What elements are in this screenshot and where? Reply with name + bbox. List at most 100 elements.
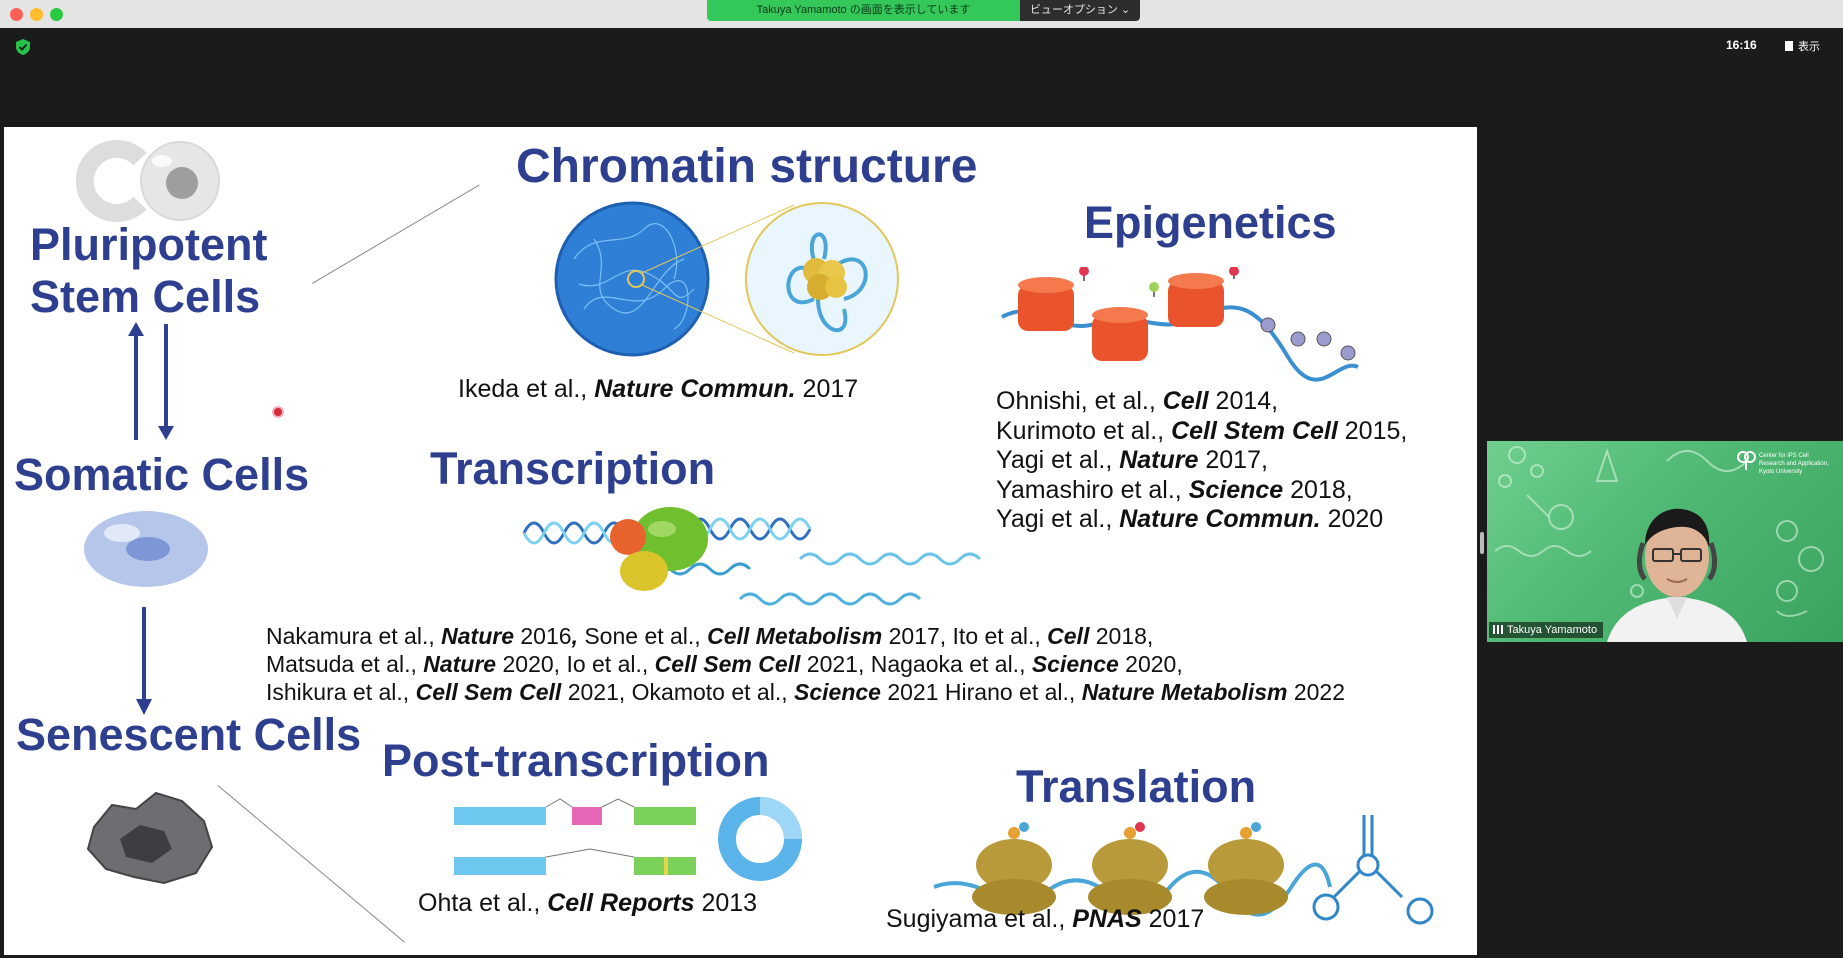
chromatin-ref-journal: Nature Commun. (594, 375, 796, 403)
divider-line-top (312, 184, 480, 284)
ref-text: 2020, Io et al., (496, 651, 655, 677)
participant-avatar (1607, 508, 1747, 642)
epigenetics-heading: Epigenetics (1084, 197, 1337, 248)
ref-text: 2016 (514, 623, 572, 649)
ref-year: 2015, (1337, 416, 1408, 445)
ref-text: Sone et al., (577, 623, 708, 649)
ref-text: Matsuda et al., (266, 651, 424, 677)
view-options-button[interactable]: ビューオプション ⌄ (1020, 0, 1140, 21)
ref-text: 2021 Hirano et al., (880, 679, 1082, 705)
ref-text: 2020, (1118, 651, 1183, 677)
signal-strength-icon (1493, 625, 1503, 634)
ref-year: 2014, (1208, 387, 1279, 415)
transcription-ref-line3: Ishikura et al., Cell Sem Cell 2021, Oka… (266, 678, 1345, 706)
meeting-clock: 16:16 (1726, 38, 1757, 52)
ref-journal: Cell Stem Cell (1171, 416, 1338, 445)
post-ref-authors: Ohta et al., (418, 889, 548, 917)
ref-journal: Cell Sem Cell (415, 679, 562, 705)
ref-journal: Nature (423, 651, 497, 677)
translation-reference: Sugiyama et al., PNAS 2017 (886, 905, 1204, 934)
splicing-illustration (454, 797, 802, 881)
ref-authors: Ohnishi, et al., (996, 387, 1163, 415)
post-ref-journal: Cell Reports (547, 889, 695, 917)
video-background-icons (1494, 446, 1824, 620)
ribosome-illustration (933, 815, 1434, 925)
fullscreen-window-button[interactable] (50, 8, 63, 21)
ref-journal: Nature (1119, 446, 1199, 474)
ref-journal: Cell (1162, 387, 1209, 415)
transcription-heading: Transcription (430, 443, 716, 494)
logo-line: Center for iPS Cell (1759, 453, 1809, 459)
ref-text: Nakamura et al., (266, 623, 442, 649)
transcription-ref-line1: Nakamura et al., Nature 2016, Sone et al… (266, 622, 1345, 650)
ref-authors: Kurimoto et al., (996, 416, 1172, 445)
transcription-references: Nakamura et al., Nature 2016, Sone et al… (266, 622, 1345, 706)
translation-ref-year: 2017 (1141, 905, 1205, 933)
epigenetics-ref-5: Yagi et al., Nature Commun. 2020 (996, 505, 1407, 535)
security-shield-icon[interactable] (14, 38, 32, 56)
ref-authors: Yagi et al., (996, 446, 1120, 474)
close-window-button[interactable] (10, 8, 23, 21)
minimize-window-button[interactable] (30, 8, 43, 21)
pluripotent-label-line2: Stem Cells (30, 271, 261, 322)
aging-arrow-icon (136, 607, 152, 715)
window-titlebar: Takuya Yamamoto の画面を表示しています ビューオプション ⌄ (0, 0, 1843, 28)
translation-ref-journal: PNAS (1072, 905, 1142, 933)
panel-resize-handle[interactable] (1480, 532, 1484, 554)
chromatin-illustration (554, 201, 899, 357)
ref-separator: , (571, 623, 578, 649)
chromatin-ref-year: 2017 (795, 375, 859, 403)
divider-line-bottom (217, 785, 405, 943)
ref-journal: Cell (1047, 623, 1090, 649)
chromatin-ref-authors: Ikeda et al., (458, 375, 595, 403)
pluripotent-stem-cells-label: Pluripotent Stem Cells (30, 219, 268, 323)
epigenetics-ref-3: Yagi et al., Nature 2017, (996, 446, 1407, 476)
ref-journal: Nature (441, 623, 514, 649)
logo-line: Kyoto University (1759, 469, 1803, 475)
shared-slide: Pluripotent Stem Cells Somatic Cells Sen… (4, 127, 1477, 955)
chromatin-structure-heading: Chromatin structure (516, 140, 978, 193)
pluripotent-cells-icon (75, 140, 220, 222)
ref-journal: Nature Commun. (1119, 505, 1321, 533)
screen-share-banner: Takuya Yamamoto の画面を表示しています (707, 0, 1020, 21)
meeting-toolbar: 16:16 表示 (0, 28, 1843, 126)
ref-journal: Science (1031, 651, 1119, 677)
transcription-ref-line2: Matsuda et al., Nature 2020, Io et al., … (266, 650, 1345, 678)
cira-logo-text: Center for iPS Cell Research and Applica… (1759, 452, 1829, 476)
somatic-cell-icon (84, 511, 208, 587)
senescent-cells-label: Senescent Cells (16, 709, 362, 760)
cira-logo-icon (1737, 451, 1756, 470)
ref-authors: Yamashiro et al., (996, 475, 1189, 504)
translation-ref-authors: Sugiyama et al., (886, 905, 1073, 933)
ref-text: 2018, (1089, 623, 1154, 649)
logo-line: Research and Application, (1759, 461, 1829, 467)
post-transcription-reference: Ohta et al., Cell Reports 2013 (418, 889, 757, 918)
layout-icon (1785, 41, 1793, 51)
pluripotent-label-line1: Pluripotent (30, 219, 268, 270)
post-ref-year: 2013 (694, 889, 758, 917)
reprogramming-arrows-icon (128, 322, 174, 440)
ref-authors: Yagi et al., (996, 505, 1120, 533)
ref-year: 2018, (1283, 475, 1353, 504)
view-toggle-label: 表示 (1798, 41, 1820, 53)
epigenetics-ref-1: Ohnishi, et al., Cell 2014, (996, 387, 1407, 417)
laser-pointer-dot (274, 408, 282, 416)
ref-journal: Science (1188, 475, 1284, 504)
ref-text: 2021, Nagaoka et al., (800, 651, 1032, 677)
ref-text: 2022 (1287, 679, 1346, 705)
ref-year: 2017, (1198, 446, 1268, 474)
epigenetics-ref-4: Yamashiro et al., Science 2018, (996, 476, 1407, 506)
participant-name: Takuya Yamamoto (1507, 624, 1598, 636)
view-toggle-button[interactable]: 表示 (1785, 38, 1820, 54)
participant-video-tile[interactable]: Center for iPS Cell Research and Applica… (1487, 441, 1843, 642)
ref-journal: Cell Sem Cell (654, 651, 801, 677)
ref-year: 2020 (1320, 505, 1384, 533)
ref-text: 2017, Ito et al., (882, 623, 1048, 649)
epigenetics-references: Ohnishi, et al., Cell 2014, Kurimoto et … (996, 387, 1407, 535)
translation-heading: Translation (1016, 761, 1257, 812)
chromatin-reference: Ikeda et al., Nature Commun. 2017 (458, 375, 858, 404)
ref-journal: Nature Metabolism (1081, 679, 1288, 705)
somatic-cells-label: Somatic Cells (14, 449, 310, 500)
participant-name-tag: Takuya Yamamoto (1489, 622, 1604, 638)
ref-journal: Cell Metabolism (707, 623, 883, 649)
